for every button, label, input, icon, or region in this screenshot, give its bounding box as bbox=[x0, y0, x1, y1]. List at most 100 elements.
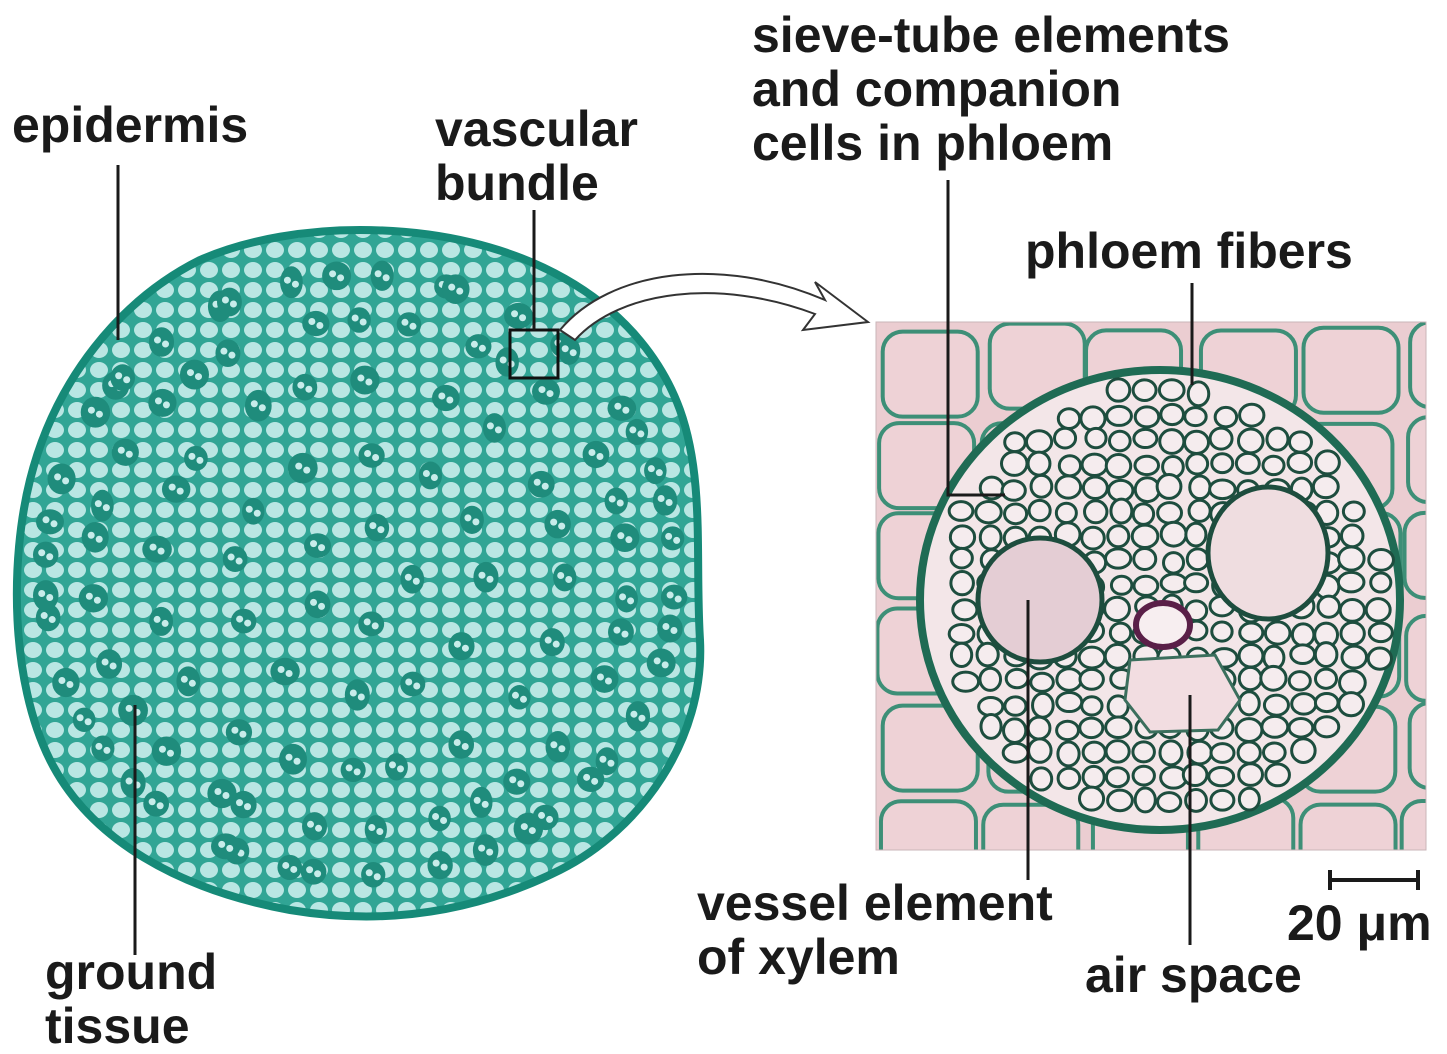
parenchyma-cell bbox=[1408, 417, 1447, 502]
bundle-cell bbox=[1107, 379, 1130, 401]
parenchyma-cell bbox=[883, 332, 978, 417]
bundle-cell bbox=[1187, 454, 1208, 474]
vascular-bundle bbox=[304, 533, 331, 558]
bundle-cell bbox=[1189, 500, 1210, 521]
bundle-cell bbox=[1106, 717, 1131, 737]
vascular-bundle bbox=[653, 485, 677, 515]
bundle-cell bbox=[1005, 433, 1026, 452]
bundle-cell bbox=[1240, 404, 1264, 426]
vascular-bundle bbox=[176, 666, 200, 696]
bundle-cell bbox=[1291, 645, 1315, 664]
bundle-cell bbox=[1185, 574, 1208, 592]
vascular-bundle bbox=[270, 658, 299, 686]
bundle-cell bbox=[1369, 623, 1392, 641]
bundle-cell bbox=[1240, 623, 1263, 642]
bundle-cell bbox=[1056, 503, 1076, 522]
bundle-cell bbox=[1288, 452, 1312, 472]
bundle-cell bbox=[1003, 743, 1028, 762]
bundle-cell bbox=[1289, 432, 1311, 452]
bundle-cell bbox=[1133, 766, 1154, 785]
vascular-bundle bbox=[149, 607, 173, 636]
bundle-cell bbox=[1082, 454, 1107, 475]
vascular-bundle bbox=[118, 695, 148, 726]
bundle-cell bbox=[1368, 648, 1391, 669]
bundle-cell bbox=[1340, 671, 1366, 695]
bundle-cell bbox=[1109, 480, 1133, 500]
vascular-bundle bbox=[231, 609, 257, 634]
parenchyma-cell bbox=[1304, 328, 1399, 413]
vascular-bundle bbox=[358, 611, 384, 636]
bundle-cell bbox=[1110, 623, 1130, 643]
bundle-cell bbox=[1002, 481, 1025, 500]
vascular-bundle bbox=[508, 685, 530, 709]
vascular-bundle bbox=[473, 562, 498, 593]
bundle-cell bbox=[1239, 667, 1261, 689]
bundle-cell bbox=[1160, 430, 1184, 454]
bundle-cell bbox=[1105, 597, 1130, 620]
bundle-cell bbox=[1105, 644, 1130, 668]
vascular-bundle bbox=[540, 628, 565, 656]
bundle-cell bbox=[1031, 475, 1052, 497]
bundle-cell bbox=[1190, 476, 1210, 499]
bundle-cell bbox=[1108, 526, 1129, 547]
bundle-cell bbox=[1086, 428, 1106, 447]
bundle-cell bbox=[1005, 697, 1026, 715]
bundle-cell bbox=[1006, 669, 1028, 687]
bundle-cell bbox=[1058, 409, 1079, 429]
bundle-cell bbox=[1106, 741, 1129, 762]
vascular-bundle bbox=[503, 769, 530, 795]
vascular-bundle-micrograph bbox=[876, 322, 1447, 890]
bundle-cell bbox=[1210, 480, 1236, 499]
vascular-bundle bbox=[280, 266, 303, 298]
bundle-cell bbox=[1185, 408, 1206, 426]
vascular-bundle bbox=[81, 397, 110, 428]
vascular-bundle bbox=[558, 337, 580, 365]
bundle-cell bbox=[980, 668, 1001, 690]
bundle-cell bbox=[1134, 548, 1156, 569]
bundle-cell bbox=[1106, 768, 1128, 787]
parenchyma-cell bbox=[1301, 805, 1396, 890]
vascular-bundle bbox=[48, 463, 76, 494]
vascular-bundle bbox=[211, 833, 240, 859]
bundle-cell bbox=[1343, 502, 1364, 521]
vascular-bundle bbox=[460, 506, 484, 534]
bundle-cell bbox=[1188, 382, 1209, 406]
bundle-cell bbox=[949, 624, 974, 643]
bundle-cell bbox=[951, 571, 974, 594]
vascular-bundle bbox=[277, 855, 302, 880]
bundle-cell bbox=[1135, 407, 1159, 427]
vascular-bundle bbox=[33, 580, 59, 611]
vascular-bundle bbox=[483, 413, 506, 443]
bundle-cell bbox=[1158, 793, 1181, 812]
vascular-bundle bbox=[605, 488, 628, 515]
vessel-element-right bbox=[1208, 487, 1328, 619]
bundle-cell bbox=[1342, 646, 1366, 668]
vascular-bundle bbox=[473, 834, 499, 866]
bundle-cell bbox=[1369, 550, 1394, 571]
bundle-cell bbox=[1133, 742, 1155, 762]
bundle-cell bbox=[1313, 476, 1338, 498]
vascular-bundle bbox=[242, 498, 264, 525]
bundle-cell bbox=[1338, 572, 1364, 591]
bundle-cell bbox=[1132, 525, 1158, 547]
bundle-cell bbox=[1161, 574, 1186, 592]
vascular-bundle bbox=[419, 462, 442, 490]
bundle-cell bbox=[979, 697, 1003, 715]
bundle-cell bbox=[1238, 429, 1263, 453]
scale-bar bbox=[1330, 870, 1418, 890]
vascular-bundle bbox=[495, 347, 518, 376]
bundle-cell bbox=[1265, 622, 1290, 644]
bundle-cell bbox=[1057, 669, 1082, 691]
bundle-cell bbox=[1031, 673, 1054, 691]
bundle-cell bbox=[1209, 767, 1234, 785]
bundle-cell bbox=[1133, 380, 1156, 401]
vascular-bundle bbox=[223, 546, 248, 572]
bundle-cell bbox=[1289, 672, 1310, 690]
bundle-cell bbox=[1238, 742, 1260, 763]
bundle-cell bbox=[1210, 428, 1232, 449]
bundle-cell bbox=[977, 643, 998, 666]
bundle-cell bbox=[1315, 643, 1337, 667]
vascular-bundle bbox=[427, 851, 452, 879]
vascular-bundle bbox=[610, 523, 639, 552]
vascular-bundle bbox=[36, 509, 64, 534]
